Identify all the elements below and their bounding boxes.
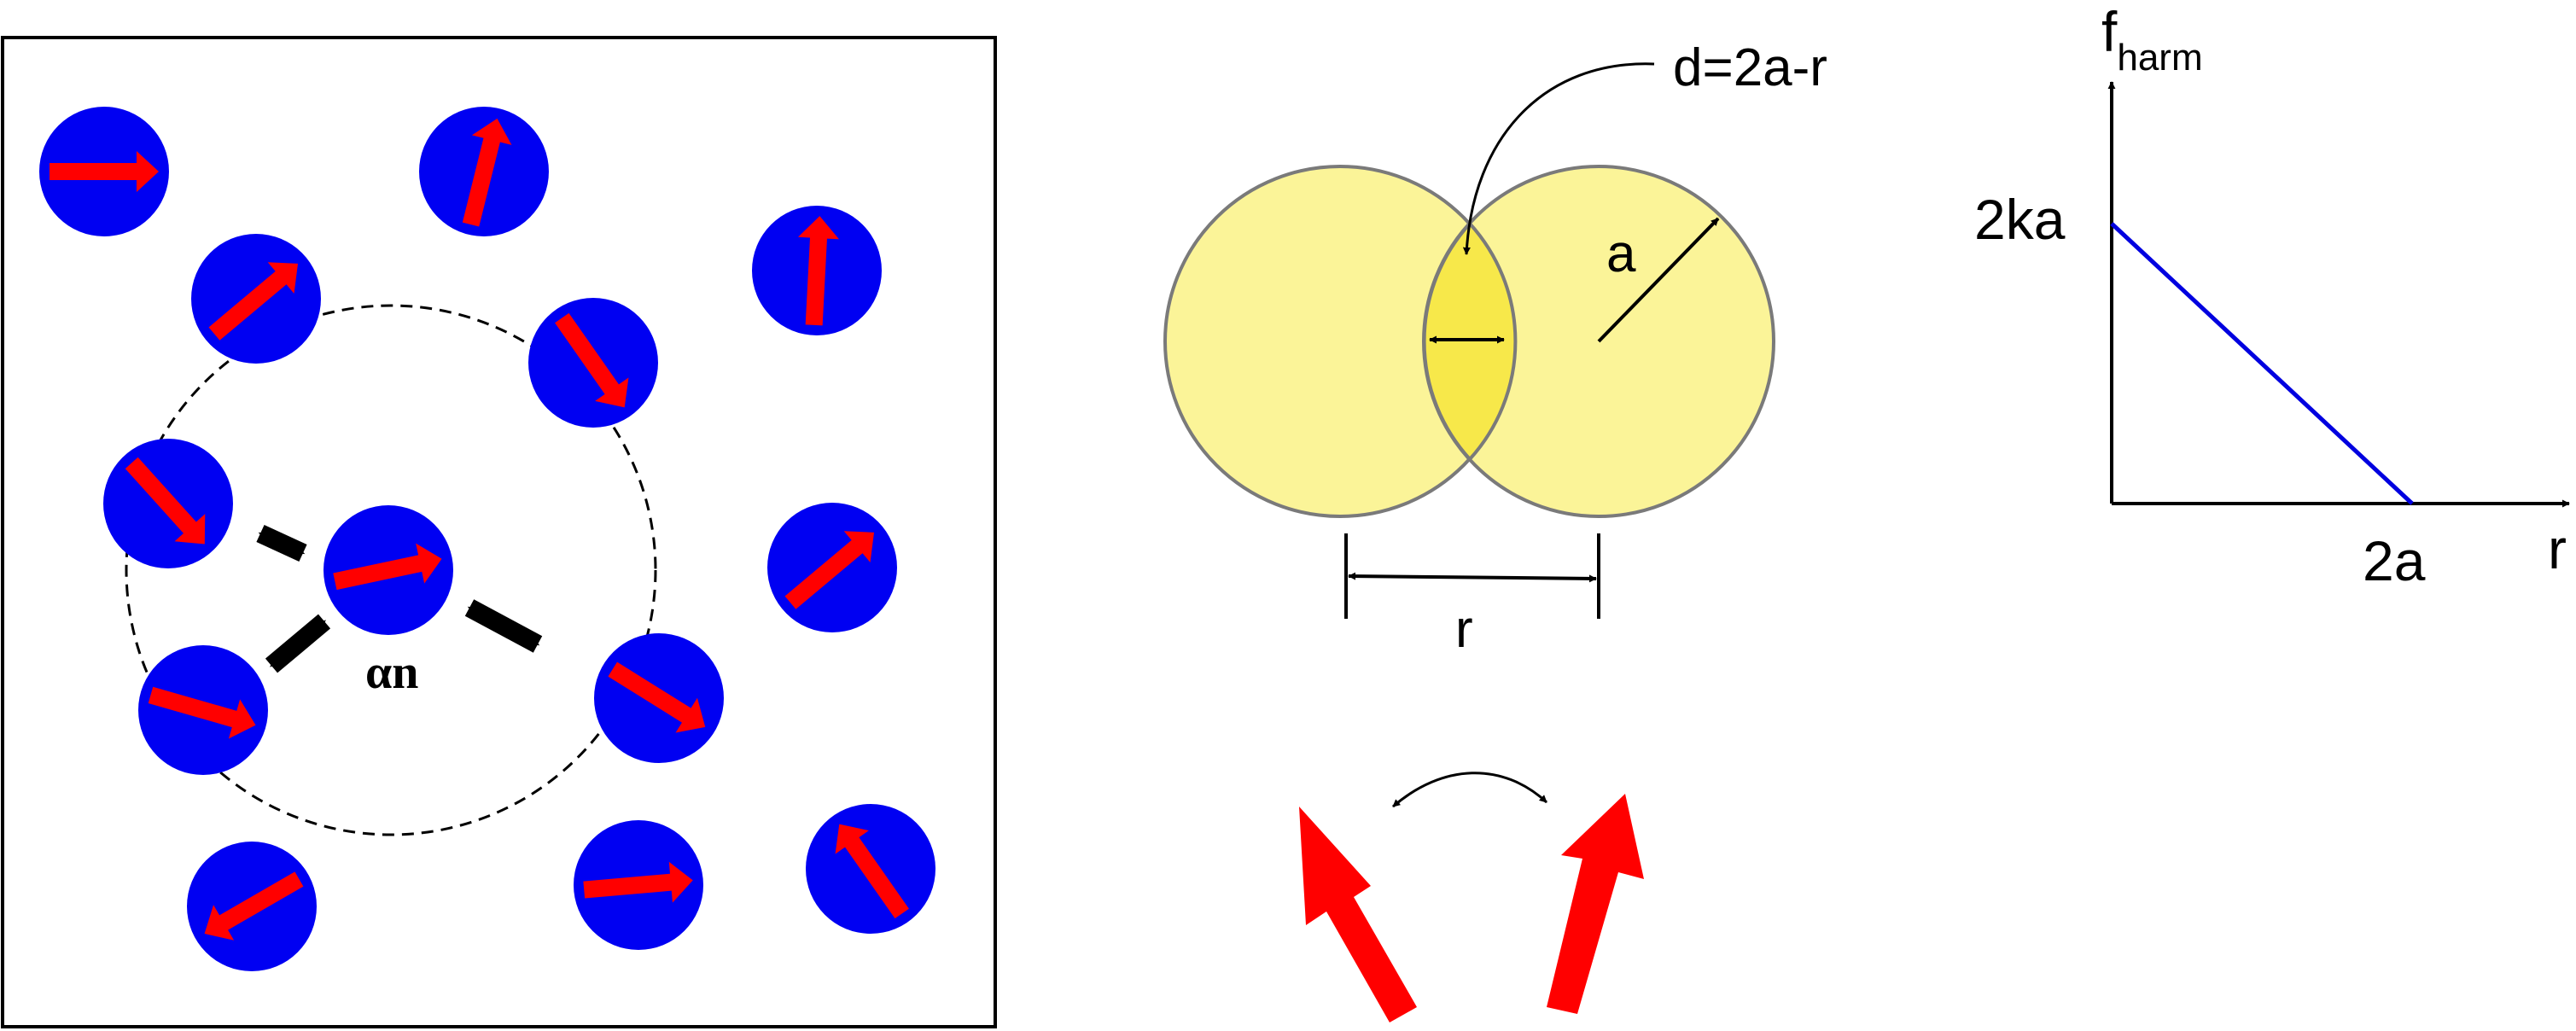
polarity-arrow — [835, 824, 909, 919]
polarity-arrow — [333, 543, 442, 591]
radius-label: a — [1606, 224, 1636, 283]
x-tick-label: 2a — [2363, 529, 2426, 592]
particle — [103, 439, 233, 568]
distance-arrow — [1348, 572, 1597, 583]
force-plot: fharm r 2ka 2a — [1974, 0, 2570, 592]
overlap-callout — [1462, 62, 1655, 255]
y-tick-label: 2ka — [1974, 188, 2066, 251]
particle — [138, 645, 268, 775]
particle — [323, 505, 453, 635]
polarity-arrow — [148, 686, 256, 739]
polarity-arrow — [798, 216, 839, 326]
overlap-label: d=2a-r — [1673, 38, 1827, 97]
particle — [191, 234, 321, 364]
polarity-arrow — [204, 871, 304, 941]
particle — [39, 107, 169, 236]
particle — [752, 206, 882, 335]
overlap-panel: d=2a-r a r — [1163, 38, 1827, 659]
polarity-arrow-left — [1299, 807, 1417, 1022]
distance-label: r — [1455, 600, 1473, 659]
polarity-arrow — [50, 151, 159, 192]
interaction-arrow — [256, 525, 307, 562]
alignment-curve — [1392, 772, 1548, 808]
polarity-arrow — [784, 531, 875, 609]
alignment-panel — [1299, 772, 1644, 1022]
particle — [594, 633, 724, 763]
polarity-arrow — [208, 262, 299, 341]
polarity-arrow — [125, 457, 206, 545]
interaction-arrows — [256, 525, 543, 673]
particle — [528, 298, 658, 428]
force-line — [2110, 222, 2414, 505]
particle — [806, 804, 935, 934]
interaction-radius-circle — [125, 304, 657, 836]
y-axis-label: fharm — [2101, 0, 2203, 79]
interaction-arrow — [265, 614, 331, 673]
polarity-arrow — [555, 312, 629, 408]
particle — [419, 107, 549, 236]
particles — [39, 107, 935, 971]
polarity-arrow — [608, 661, 706, 733]
interaction-label: αn — [365, 646, 418, 699]
polarity-arrow-right — [1547, 794, 1644, 1014]
polarity-arrow — [583, 861, 693, 903]
interaction-arrow — [464, 599, 543, 653]
particle — [767, 503, 897, 632]
polarity-arrow — [462, 118, 512, 227]
particle-panel: αn — [1, 36, 997, 1028]
radius-arrow — [1597, 217, 1720, 343]
x-axis-label: r — [2548, 517, 2567, 580]
particle — [574, 820, 703, 950]
particle — [187, 842, 317, 971]
